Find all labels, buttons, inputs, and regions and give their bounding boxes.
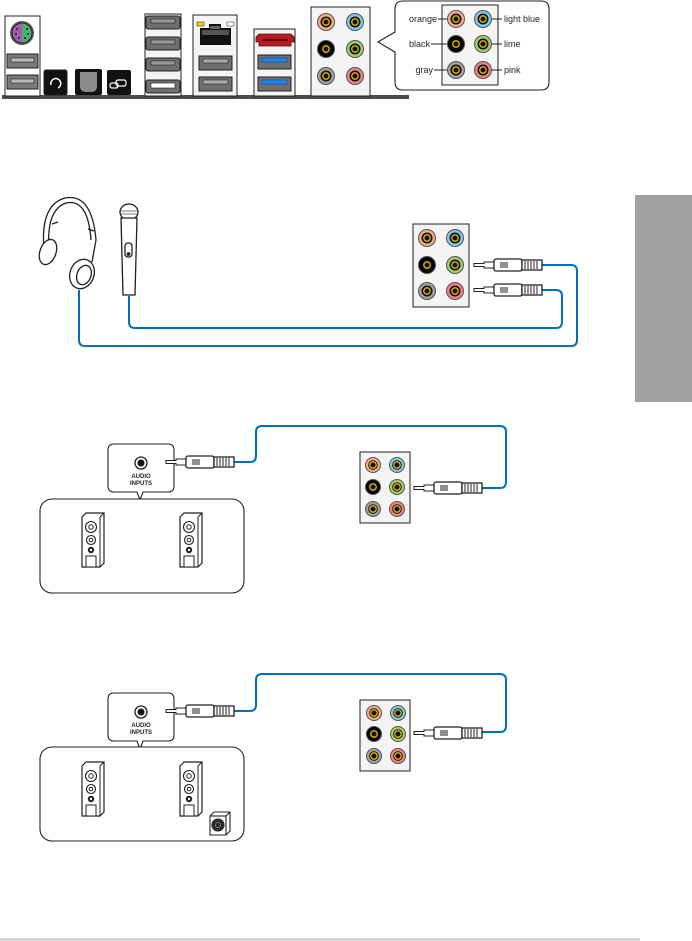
legend-jack-pink bbox=[475, 62, 492, 79]
audio-jack-orange bbox=[419, 230, 436, 247]
audio-plug-icon bbox=[474, 284, 542, 296]
speaker-left-icon bbox=[82, 762, 104, 816]
speaker-group-box bbox=[40, 499, 244, 593]
lan-activity-led-icon bbox=[197, 22, 204, 26]
audio-jack-lime bbox=[447, 257, 464, 274]
audio-plug-icon bbox=[414, 482, 482, 494]
speaker-subwoofer-connection: AUDIO INPUTS bbox=[40, 674, 506, 841]
audio-jack-black bbox=[367, 727, 382, 742]
clear-cmos-button-icon bbox=[44, 70, 67, 95]
audio-inputs-callout: AUDIO INPUTS bbox=[108, 444, 174, 500]
audio-inputs-callout: AUDIO INPUTS bbox=[108, 693, 174, 749]
audio-jack-orange bbox=[367, 706, 382, 721]
legend-label-lime: lime bbox=[504, 39, 521, 49]
audio-jack-panel-section3 bbox=[360, 700, 410, 771]
audio-jack-pink bbox=[447, 283, 464, 300]
audio-jack-gray bbox=[366, 502, 381, 517]
usb-port-icon bbox=[146, 37, 180, 50]
usb-port-icon bbox=[146, 16, 180, 29]
legend-label-gray: gray bbox=[415, 65, 433, 75]
audio-jack-pink bbox=[390, 502, 405, 517]
legend-label-pink: pink bbox=[504, 65, 521, 75]
audio-jack-orange bbox=[318, 14, 335, 31]
lan-speed-led-icon bbox=[227, 22, 234, 26]
audio-plug-icon bbox=[414, 727, 482, 739]
speaker-right-icon bbox=[180, 762, 202, 816]
headphone-mic-connection bbox=[36, 198, 577, 346]
headphone-cable bbox=[79, 265, 577, 346]
audio-plug-icon bbox=[166, 705, 234, 717]
audio-jack-lime bbox=[347, 41, 364, 58]
ps2-usb-block bbox=[5, 16, 40, 96]
usb-port-icon bbox=[146, 80, 180, 93]
microphone-icon bbox=[120, 204, 138, 295]
audio-jack-light-blue bbox=[347, 14, 364, 31]
audio-jack-orange bbox=[366, 458, 381, 473]
usb-port-icon bbox=[7, 54, 38, 68]
bios-flashback-button-icon bbox=[107, 70, 131, 95]
usb-port-icon bbox=[146, 58, 180, 71]
audio-plug-icon bbox=[474, 259, 542, 271]
legend-jack-gray bbox=[448, 62, 465, 79]
audio-jack-lime bbox=[390, 480, 405, 495]
usb3-port-icon bbox=[258, 55, 291, 69]
audio-jack-light-blue bbox=[447, 230, 464, 247]
audio-inputs-label-line1: AUDIO bbox=[131, 723, 151, 729]
legend-jack-light-blue bbox=[475, 11, 492, 28]
audio-jack-gray bbox=[419, 283, 436, 300]
audio-plug-icon bbox=[166, 456, 234, 468]
legend-jack-black bbox=[448, 36, 465, 53]
optical-spdif-icon bbox=[75, 69, 102, 95]
audio-jack-pink bbox=[347, 68, 364, 85]
legend-label-black: black bbox=[409, 39, 431, 49]
usb-port-icon bbox=[199, 56, 232, 70]
usb-port-icon bbox=[7, 75, 38, 89]
audio-jack-black bbox=[318, 41, 335, 58]
speaker-right-icon bbox=[180, 513, 202, 567]
headphone-icon bbox=[36, 198, 98, 293]
usb-port-icon bbox=[199, 77, 232, 91]
legend-label-orange: orange bbox=[409, 14, 437, 24]
subwoofer-icon bbox=[210, 812, 230, 835]
audio-jack-gray bbox=[318, 68, 335, 85]
audio-jack-panel-section2 bbox=[360, 452, 410, 523]
usb-stack bbox=[145, 14, 181, 96]
audio-jack-pink bbox=[391, 749, 406, 764]
legend-jack-orange bbox=[448, 11, 465, 28]
ps2-port-icon bbox=[10, 21, 34, 45]
audio-jack-light-blue bbox=[390, 458, 405, 473]
audio-jack-gray bbox=[367, 749, 382, 764]
legend-label-light-blue: light blue bbox=[504, 14, 540, 24]
lan-usb-block bbox=[193, 15, 237, 96]
speaker-left-icon bbox=[82, 513, 104, 567]
stereo-speaker-connection: AUDIO INPUTS bbox=[40, 426, 506, 593]
audio-inputs-label-line2: INPUTS bbox=[130, 481, 152, 487]
audio-jack-black bbox=[366, 480, 381, 495]
audio-jack-panel bbox=[311, 7, 370, 96]
legend-jack-lime bbox=[475, 36, 492, 53]
esata-usb3-block bbox=[254, 29, 295, 96]
audio-jack-black bbox=[419, 257, 436, 274]
usb3-port-icon bbox=[258, 77, 291, 91]
audio-color-legend: orange black gray light blue lime pink bbox=[378, 1, 549, 90]
audio-jack-light-blue bbox=[391, 706, 406, 721]
esata-port-icon bbox=[256, 34, 294, 46]
audio-inputs-label-line2: INPUTS bbox=[130, 730, 152, 736]
rear-io-panel bbox=[2, 7, 409, 99]
audio-inputs-label-line1: AUDIO bbox=[131, 474, 151, 480]
audio-jack-panel-section1 bbox=[413, 224, 469, 307]
audio-jack-lime bbox=[391, 727, 406, 742]
